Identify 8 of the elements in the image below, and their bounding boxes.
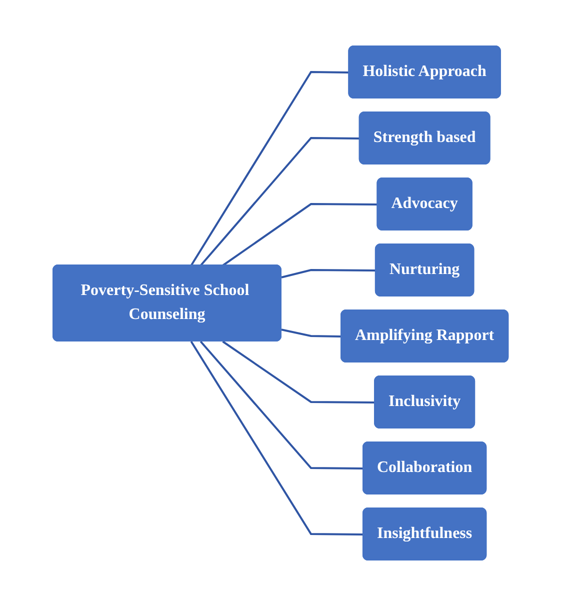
connector [222,340,375,404]
connector [281,328,342,338]
connector [200,137,360,266]
connector [190,71,350,266]
connector [281,269,376,278]
connector [222,203,378,266]
connector [190,340,364,536]
connector [200,340,364,470]
